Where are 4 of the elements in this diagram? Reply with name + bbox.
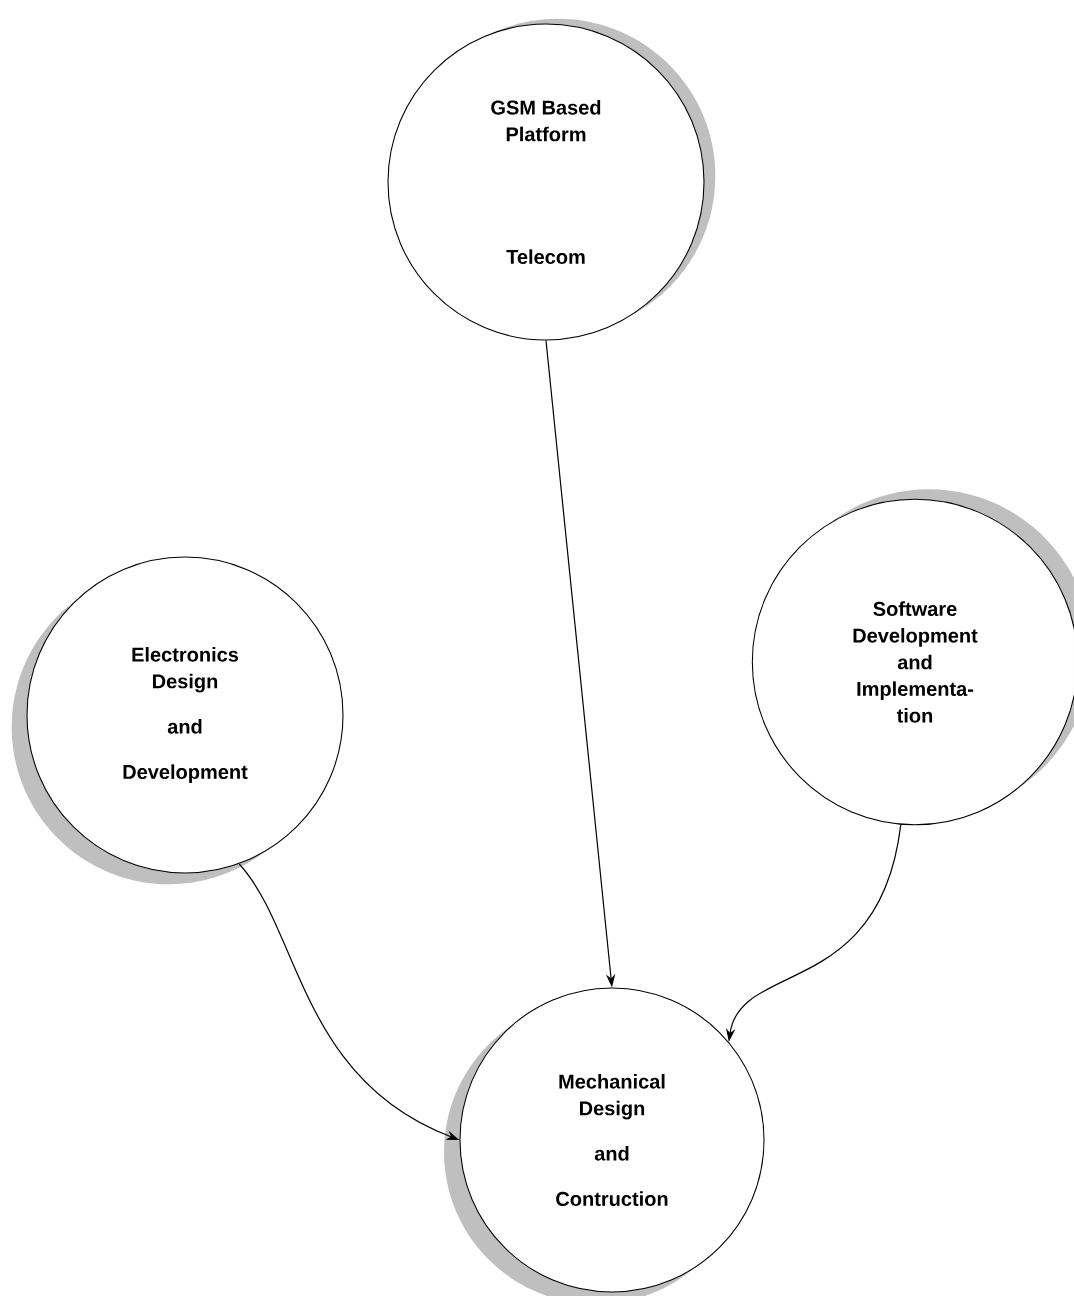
circle-node: GSM Based Platform Telecom — [387, 18, 716, 341]
circle-node: Mechanical Design and Contruction — [444, 987, 765, 1296]
circle-node: Electronics Design and Development — [11, 556, 344, 885]
circle-node: Software Development and Implementa- tion — [751, 489, 1074, 826]
